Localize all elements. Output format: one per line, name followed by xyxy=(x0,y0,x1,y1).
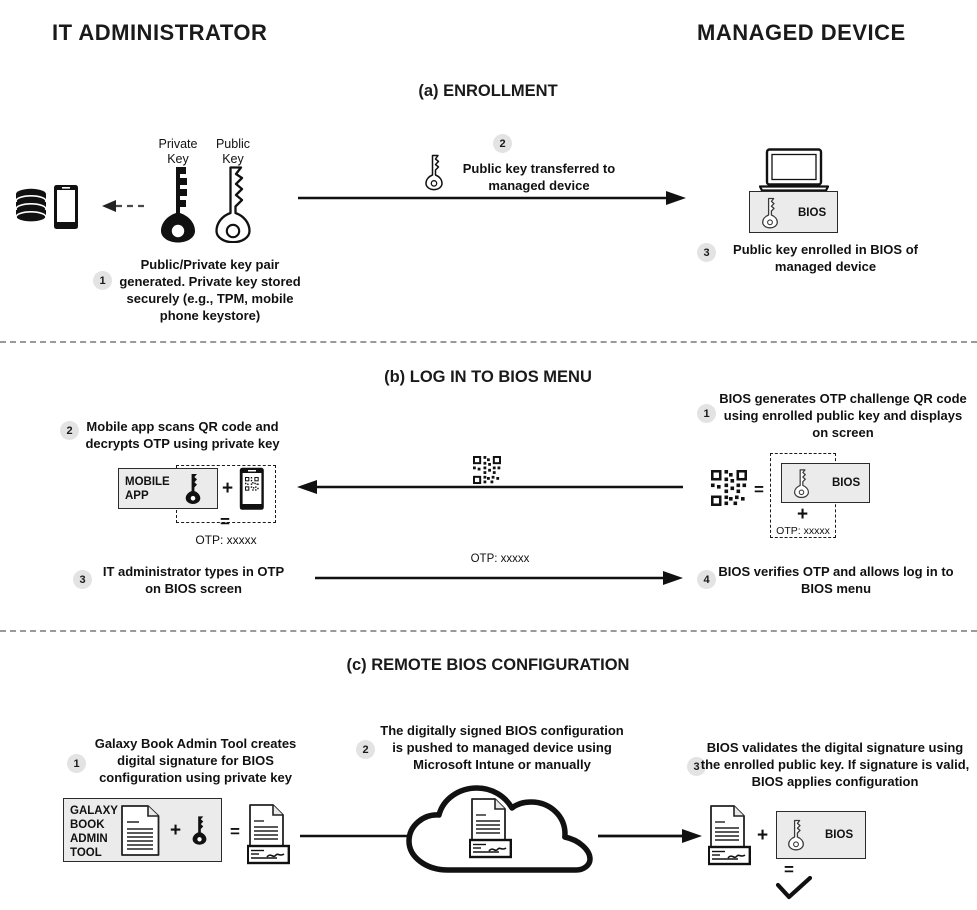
tool-label-line4: TOOL xyxy=(70,847,102,859)
step-text-b2: Mobile app scans QR code and decrypts OT… xyxy=(85,419,280,451)
signature-equals-sign: = xyxy=(230,822,240,841)
step-text-c3: BIOS validates the digital signature usi… xyxy=(700,740,970,789)
mobile-phone-icon xyxy=(54,185,78,229)
public-key-label: Public Key xyxy=(203,137,263,167)
step-text-b3: IT administrator types in OTP on BIOS sc… xyxy=(102,564,285,596)
section-title-remote-config: (c) REMOTE BIOS CONFIGURATION xyxy=(346,656,630,674)
signed-document-icon-right xyxy=(708,805,753,867)
bios-key-icon-c xyxy=(787,818,805,853)
key-storage-group xyxy=(14,185,86,233)
step-badge-a2: 2 xyxy=(493,134,512,153)
step-badge-c1: 1 xyxy=(67,754,86,773)
step-text-b4: BIOS verifies OTP and allows log in to B… xyxy=(718,564,954,596)
step-badge-b1: 1 xyxy=(697,404,716,423)
step-text-c2: The digitally signed BIOS configuration … xyxy=(380,723,624,772)
step-text-c1: Galaxy Book Admin Tool creates digital s… xyxy=(94,736,297,785)
store-private-key-arrow xyxy=(82,198,148,214)
bios-panel-b-label: BIOS xyxy=(832,477,861,489)
public-key-label-line1: Public xyxy=(215,137,251,151)
bios-panel-a-label: BIOS xyxy=(798,207,827,219)
cloud-to-device-arrow xyxy=(598,828,704,844)
managed-device-laptop-icon xyxy=(759,148,829,192)
otp-left-label: OTP: xxxxx xyxy=(195,533,257,547)
step-badge-c3: 3 xyxy=(687,757,706,776)
push-to-cloud-line xyxy=(300,833,410,839)
otp-right-label: OTP: xxxxx xyxy=(776,525,830,537)
step-badge-b2: 2 xyxy=(60,421,79,440)
validate-equals-sign: = xyxy=(784,860,794,879)
mobile-app-label: MOBILE APP xyxy=(125,475,170,503)
phone-with-qr-icon xyxy=(239,467,265,511)
enrollment-transfer-arrow xyxy=(298,190,688,206)
mobile-app-box: MOBILE APP xyxy=(118,468,218,509)
step-badge-a3: 3 xyxy=(697,243,716,262)
bios-plus-sign: + xyxy=(797,504,809,525)
tool-plus-sign: + xyxy=(170,820,182,841)
small-key-icon-a2 xyxy=(424,154,444,192)
private-key-icon xyxy=(155,165,201,243)
step-badge-a1: 1 xyxy=(93,271,112,290)
tool-label-line1: GALAXY xyxy=(70,805,118,817)
mobile-app-private-key-icon xyxy=(184,473,202,506)
config-document-icon xyxy=(121,805,160,856)
tool-private-key-icon xyxy=(191,815,208,847)
step-text-a2: Public key transferred to managed device xyxy=(462,161,616,193)
mobile-app-label-line1: MOBILE xyxy=(125,476,170,488)
step-text-a3: Public key enrolled in BIOS of managed d… xyxy=(733,242,918,274)
otp-arrow-label: OTP: xxxxx xyxy=(470,553,530,565)
private-key-label-line2: Key xyxy=(167,152,189,166)
tool-label-line2: BOOK xyxy=(70,819,105,831)
bios-panel-c-label: BIOS xyxy=(825,829,854,841)
private-key-label-line1: Private xyxy=(158,137,198,151)
tool-label-line3: ADMIN xyxy=(70,833,108,845)
database-icon xyxy=(15,185,78,229)
qr-challenge-arrow-left xyxy=(295,479,685,495)
mobile-equals-sign: = xyxy=(220,512,230,531)
galaxy-book-admin-tool-box: GALAXY BOOK ADMIN TOOL + xyxy=(63,798,222,862)
bios-panel-b: BIOS xyxy=(781,463,870,503)
signed-document-icon-left xyxy=(247,804,292,866)
bios-qr-code-icon xyxy=(711,470,747,506)
signed-document-icon-cloud xyxy=(469,798,514,860)
section-title-login: (b) LOG IN TO BIOS MENU xyxy=(384,368,592,386)
bios-equals-sign: = xyxy=(754,480,764,499)
step-text-b1: BIOS generates OTP challenge QR code usi… xyxy=(719,391,967,440)
step-badge-b3: 3 xyxy=(73,570,92,589)
otp-entry-arrow xyxy=(315,570,685,586)
public-key-icon xyxy=(210,165,256,243)
step-badge-c2: 2 xyxy=(356,740,375,759)
qr-code-in-transit-icon xyxy=(473,456,501,484)
checkmark-icon xyxy=(774,876,814,902)
bios-panel-a: BIOS xyxy=(749,191,838,233)
mobile-plus-sign: + xyxy=(222,478,234,499)
step-text-a1: Public/Private key pair generated. Priva… xyxy=(119,257,301,323)
bios-key-icon-a xyxy=(761,197,779,230)
galaxy-book-admin-tool-label: GALAXY BOOK ADMIN TOOL xyxy=(70,804,118,860)
public-key-label-line2: Key xyxy=(222,152,244,166)
section-divider-2 xyxy=(0,630,977,632)
private-key-label: Private Key xyxy=(148,137,208,167)
column-header-managed-device: MANAGED DEVICE xyxy=(697,20,906,45)
bios-key-icon-b xyxy=(793,468,810,500)
verify-plus-sign: + xyxy=(757,825,769,846)
mobile-app-label-line2: APP xyxy=(125,490,149,502)
bios-panel-c: BIOS xyxy=(776,811,866,859)
column-header-it-administrator: IT ADMINISTRATOR xyxy=(52,20,268,45)
section-divider-1 xyxy=(0,341,977,343)
section-title-enrollment: (a) ENROLLMENT xyxy=(418,82,558,100)
step-badge-b4: 4 xyxy=(697,570,716,589)
